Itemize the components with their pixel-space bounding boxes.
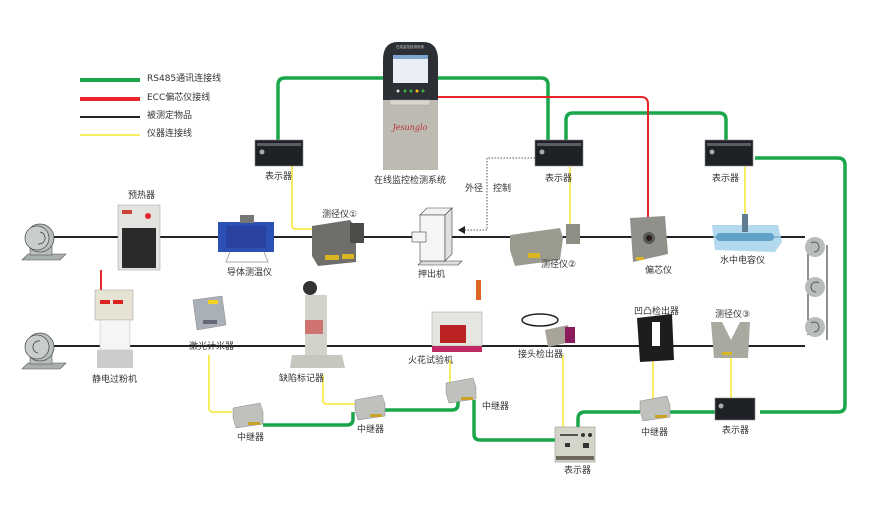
gauge-1-label: 测径仪① <box>322 210 358 220</box>
extruder-device[interactable] <box>411 207 463 266</box>
monitor-screen-title: 在线监控检测系统 <box>396 44 424 49</box>
ecc-line <box>437 96 649 218</box>
gauge-2-label: 测径仪② <box>541 260 577 270</box>
capacitance-label: 水中电容仪 <box>720 256 766 266</box>
conductor-temp-label: 导体测温仪 <box>227 268 273 278</box>
instrument-line-laser <box>208 355 232 413</box>
legend-label-instrument: 仪器连接线 <box>147 129 193 139</box>
spark-tester-device[interactable] <box>431 280 483 352</box>
pulley-mid-icon <box>805 277 825 297</box>
preheater-label: 预热器 <box>128 191 156 201</box>
display-label-5: 表示器 <box>564 466 592 476</box>
control-label-control: 控制 <box>493 184 512 194</box>
gauge-3-label: 测径仪③ <box>715 310 751 320</box>
gauge-1-device[interactable] <box>312 220 364 266</box>
control-label-diameter: 外径 <box>465 184 484 194</box>
gauge-3-device[interactable] <box>711 322 750 358</box>
eccentric-label: 偏芯仪 <box>645 266 673 276</box>
monitor-label: 在线监控检测系统 <box>374 176 447 186</box>
control-line <box>465 157 535 231</box>
monitor-brand-logo: Jesunglo <box>391 123 428 132</box>
instrument-line-marker <box>322 375 355 405</box>
repeater-label-3: 中继器 <box>482 402 510 412</box>
lump-detector-device[interactable] <box>637 314 674 362</box>
defect-marker-label: 缺陷标记器 <box>279 374 325 384</box>
gauge-2-device[interactable] <box>510 224 580 266</box>
repeater-3[interactable] <box>445 377 477 404</box>
display-unit-1[interactable] <box>254 139 304 167</box>
rs485-line-to-display <box>576 410 640 430</box>
legend-label-product: 被测定物品 <box>147 111 193 121</box>
control-arrow-icon <box>458 226 465 234</box>
pulley-top-icon <box>805 237 825 257</box>
instrument-line-gauge1 <box>291 165 312 230</box>
preheater-device[interactable] <box>117 204 161 271</box>
display-unit-5[interactable] <box>554 426 596 463</box>
display-unit-3[interactable] <box>704 139 754 167</box>
joint-detector-device[interactable] <box>521 313 575 347</box>
laser-meter-device[interactable] <box>192 295 227 331</box>
monitor-kiosk[interactable]: Jesunglo 在线监控检测系统 <box>383 42 438 170</box>
legend-label-rs485: RS485通讯连接线 <box>147 74 222 84</box>
repeater-4[interactable] <box>639 395 671 422</box>
display-label-4: 表示器 <box>722 426 750 436</box>
display-label-2: 表示器 <box>545 174 573 184</box>
rs485-line-repeaters <box>263 412 355 427</box>
powder-machine-label: 静电过粉机 <box>92 375 138 385</box>
display-unit-4[interactable] <box>714 397 756 421</box>
display-label-1: 表示器 <box>265 172 293 182</box>
extruder-label: 押出机 <box>418 270 446 280</box>
conductor-temp-device[interactable] <box>218 215 274 263</box>
payoff-reel-upper-icon <box>21 223 67 261</box>
joint-detector-label: 接头检出器 <box>518 350 564 360</box>
capacitance-device[interactable] <box>712 214 782 252</box>
defect-marker-device[interactable] <box>290 281 345 368</box>
display-unit-2[interactable] <box>534 139 584 167</box>
spark-tester-label: 火花试验机 <box>408 356 454 366</box>
rs485-line-right <box>755 156 847 414</box>
repeater-label-4: 中继器 <box>641 428 669 438</box>
legend-label-ecc: ECC偏芯仪接线 <box>147 93 211 103</box>
repeater-label-2: 中继器 <box>357 425 385 435</box>
eccentric-device[interactable] <box>630 216 668 262</box>
powder-machine-device[interactable] <box>94 270 134 368</box>
laser-meter-label: 激光计米器 <box>189 342 235 352</box>
repeater-1[interactable] <box>232 402 264 429</box>
lump-detector-label: 凹凸检出器 <box>634 307 680 317</box>
rs485-line-lower <box>472 400 555 442</box>
pulley-bottom-icon <box>805 317 825 337</box>
repeater-label-1: 中继器 <box>237 433 265 443</box>
display-label-3: 表示器 <box>712 174 740 184</box>
payoff-reel-lower-icon <box>21 332 67 370</box>
rs485-line-mid <box>564 111 728 140</box>
rs485-line-repeaters2 <box>385 396 460 412</box>
repeater-2[interactable] <box>354 394 386 421</box>
